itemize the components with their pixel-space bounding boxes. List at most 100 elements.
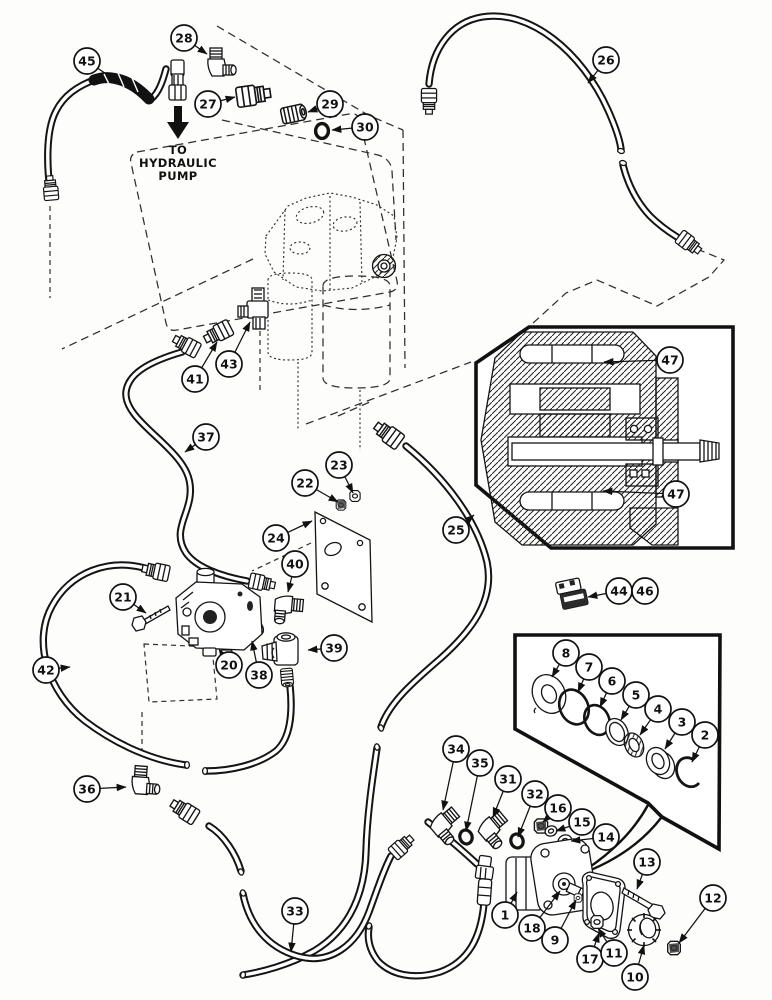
nipple-29	[279, 102, 309, 126]
nut-23	[349, 490, 361, 502]
tee-fitting-43	[237, 287, 269, 330]
callout-circle	[320, 634, 348, 662]
callout-13: 13	[633, 848, 661, 890]
tee-fitting-39	[261, 632, 299, 666]
callout-number: 12	[704, 890, 721, 905]
callout-leader	[539, 890, 561, 919]
callout-circle	[491, 901, 519, 929]
callout-2: 2	[691, 721, 719, 763]
callout-number: 5	[632, 687, 641, 702]
callout-circle	[73, 47, 101, 75]
callout-leader	[99, 783, 127, 792]
o-ring-30	[313, 121, 331, 141]
hose-coupler-line	[364, 818, 495, 980]
callout-number: 37	[197, 429, 214, 444]
callout-24: 24	[262, 520, 313, 552]
callout-21: 21	[109, 583, 147, 614]
callout-leader	[551, 663, 560, 678]
hose-37	[122, 330, 277, 594]
callout-circle	[215, 651, 243, 679]
pump-cross-section-panel	[474, 325, 735, 550]
callout-leader	[307, 105, 319, 113]
callout-circle	[494, 765, 522, 793]
nut-11	[590, 914, 604, 930]
callout-number: 34	[447, 741, 465, 756]
callout-number: 40	[286, 556, 304, 571]
callout-32: 32	[517, 780, 549, 838]
o-ring-7	[557, 688, 591, 726]
callout-33: 33	[281, 897, 309, 953]
callout-circle	[245, 661, 273, 689]
callout-leader	[509, 891, 518, 904]
callout-number: 25	[447, 522, 464, 537]
callout-16: 16	[542, 794, 572, 823]
callout-leader	[184, 443, 196, 453]
callout-8: 8	[551, 639, 580, 678]
callout-circle	[575, 653, 603, 681]
callout-leader	[592, 932, 600, 947]
callout-circle	[552, 639, 580, 667]
callout-leader	[250, 640, 258, 663]
down-arrow-icon	[167, 106, 189, 139]
callout-42: 42	[32, 656, 71, 684]
callout-leader	[315, 488, 339, 503]
callout-number: 47	[661, 352, 678, 367]
callout-4: 4	[639, 695, 672, 736]
callout-number: 41	[186, 371, 203, 386]
callout-leader	[133, 603, 147, 614]
callout-number: 14	[597, 829, 615, 844]
callout-10: 10	[621, 944, 649, 991]
seal-4	[623, 732, 645, 758]
callout-leader	[637, 944, 646, 965]
bracket-44-46	[555, 577, 589, 610]
elbow-fitting-28	[207, 47, 237, 77]
callout-circle	[281, 897, 309, 925]
callout-12: 12	[678, 884, 727, 944]
callout-leader	[587, 591, 607, 599]
callout-number: 15	[573, 814, 590, 829]
callout-leader	[201, 341, 218, 369]
callout-leader	[464, 514, 475, 524]
callout-leader	[620, 705, 630, 721]
callout-number: 47	[667, 486, 684, 501]
callout-number: 23	[330, 457, 347, 472]
callout-number: 9	[551, 932, 560, 947]
callout-number: 30	[356, 119, 374, 134]
callout-41: 41	[181, 341, 218, 393]
callout-leader	[194, 44, 208, 55]
coupling-gear-10	[627, 913, 661, 947]
callout-23: 23	[325, 451, 354, 494]
callout-leader	[307, 645, 322, 654]
callout-leader	[220, 95, 236, 103]
callout-circle	[521, 780, 549, 808]
gasket-17	[581, 871, 626, 939]
callout-circle	[442, 516, 470, 544]
callout-circle	[325, 451, 353, 479]
callout-circle	[691, 721, 719, 749]
callout-leader	[599, 692, 608, 708]
callout-number: 42	[37, 662, 54, 677]
to-hydraulic-pump-label: TO HYDRAULIC PUMP	[139, 106, 217, 183]
callout-number: 7	[585, 659, 594, 674]
callout-leader	[517, 805, 531, 838]
callout-leader	[678, 907, 706, 944]
callout-number: 16	[549, 800, 567, 815]
nut-16	[533, 818, 549, 834]
callout-1: 1	[491, 891, 519, 929]
callout-circle	[644, 695, 672, 723]
callout-circle	[262, 524, 290, 552]
callout-leader	[344, 476, 354, 494]
callout-leader	[602, 487, 664, 496]
callout-6: 6	[598, 667, 626, 708]
elbow-fitting-40	[272, 594, 305, 627]
callout-20: 20	[215, 648, 243, 679]
callout-40: 40	[281, 550, 309, 593]
washer-8	[531, 674, 567, 714]
valve-20	[175, 567, 263, 658]
callout-number: 20	[220, 657, 238, 672]
callout-number: 32	[526, 786, 543, 801]
callout-circle	[598, 667, 626, 695]
callout-number: 21	[114, 589, 131, 604]
callout-leader	[570, 836, 594, 844]
filter-port-boss	[371, 253, 397, 279]
